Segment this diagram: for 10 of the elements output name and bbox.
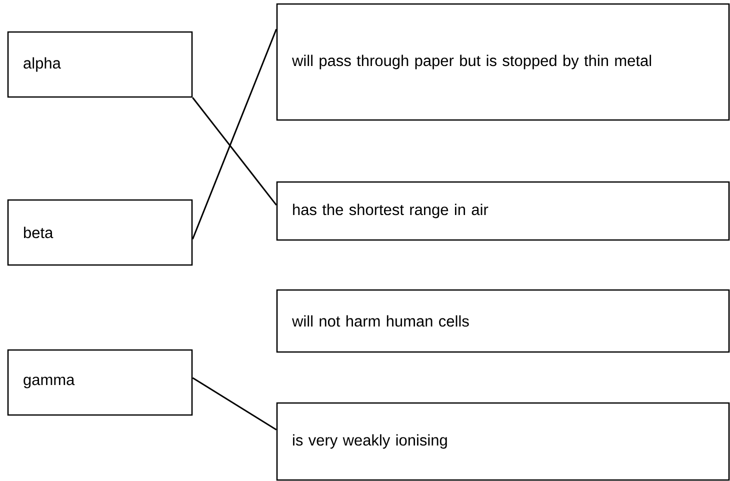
answer-box: will not harm human cells — [276, 289, 730, 353]
answer-box: is very weakly ionising — [276, 402, 730, 481]
connector-line — [192, 377, 277, 430]
term-box: beta — [7, 199, 193, 266]
answer-box: will pass through paper but is stopped by thin metal — [276, 3, 730, 121]
connector-line — [192, 28, 278, 240]
answer-box: has the shortest range in air — [276, 181, 730, 241]
term-box: alpha — [7, 31, 193, 98]
connector-line — [192, 97, 277, 206]
term-box: gamma — [7, 349, 193, 416]
